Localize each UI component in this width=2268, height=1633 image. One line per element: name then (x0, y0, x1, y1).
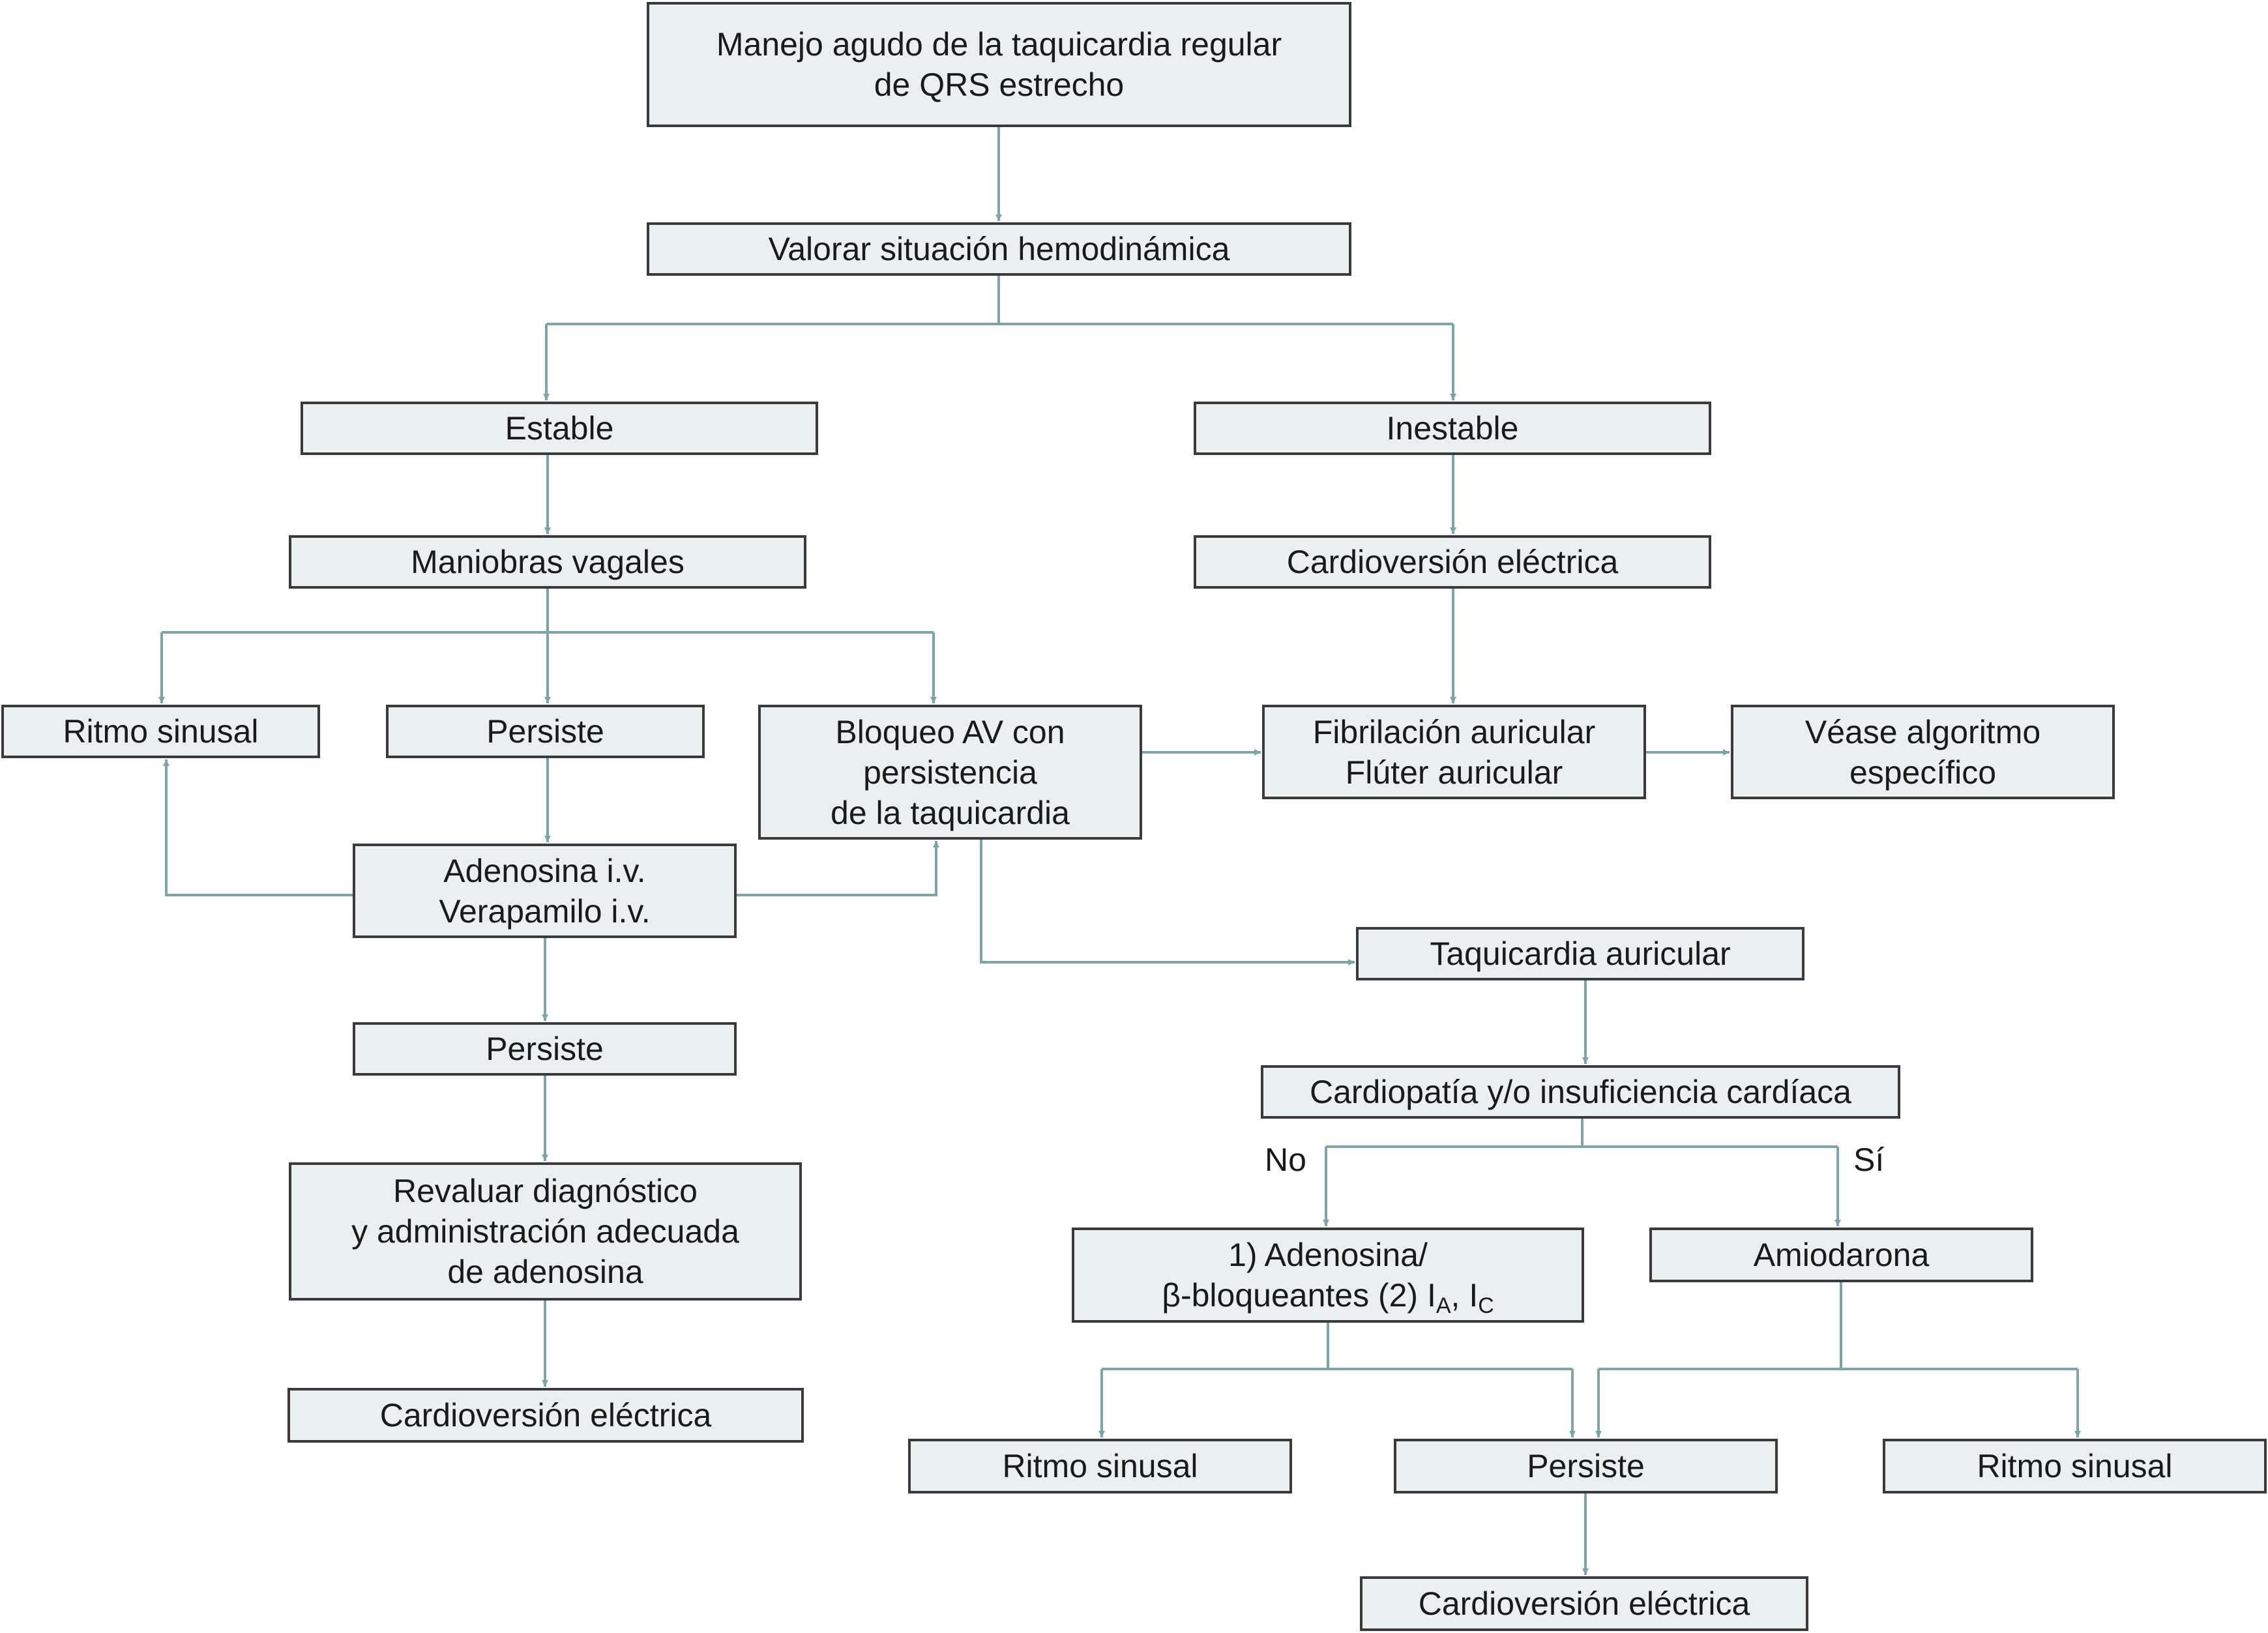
taquicardia-auricular-label: Taquicardia auricular (1430, 935, 1731, 972)
cardiopatia-box: Cardiopatía y/o insuficiencia cardíaca (1261, 1065, 1900, 1119)
ritmo-sinusal-2-label: Ritmo sinusal (1002, 1448, 1198, 1484)
branch-label-no: No (1265, 1141, 1306, 1178)
connector-adenosina-to-bloqueo (737, 841, 939, 896)
persiste-2-box: Persiste (353, 1022, 737, 1076)
estable-label: Estable (505, 410, 614, 447)
title-line-2: de QRS estrecho (874, 66, 1125, 103)
cardioversion-inestable-label: Cardioversión eléctrica (1286, 544, 1619, 580)
adenosina-beta-line-2-main: β-bloqueantes (2) I (1162, 1277, 1436, 1314)
adenosina-beta-line-2: β-bloqueantes (2) IA, IC (1162, 1275, 1494, 1318)
inestable-label: Inestable (1386, 410, 1519, 447)
persiste-3-box: Persiste (1394, 1439, 1778, 1493)
persiste-1-label: Persiste (486, 713, 604, 750)
amiodarona-box: Amiodarona (1649, 1228, 2033, 1282)
fibrilacion-line-2: Flúter auricular (1345, 754, 1563, 791)
revaluar-line-1: Revaluar diagnóstico (393, 1173, 698, 1209)
revaluar-line-3: de adenosina (447, 1254, 643, 1290)
fibrilacion-box: Fibrilación auricular Flúter auricular (1262, 705, 1646, 799)
cardioversion-bottom-box: Cardioversión eléctrica (1360, 1576, 1808, 1631)
adenosina-beta-box: 1) Adenosina/ β-bloqueantes (2) IA, IC (1072, 1228, 1584, 1323)
ritmo-sinusal-1-label: Ritmo sinusal (63, 713, 259, 750)
subscript-a: A (1436, 1293, 1451, 1318)
adenosina-verapamilo-box: Adenosina i.v. Verapamilo i.v. (353, 844, 737, 938)
ritmo-sinusal-3-label: Ritmo sinusal (1977, 1448, 2173, 1484)
ritmo-sinusal-3-box: Ritmo sinusal (1883, 1439, 2267, 1493)
vease-line-1: Véase algoritmo (1804, 713, 2041, 750)
ritmo-sinusal-2-box: Ritmo sinusal (908, 1439, 1292, 1493)
connector-bloqueo-to-taquicardia (980, 840, 1355, 965)
valorar-label: Valorar situación hemodinámica (768, 231, 1230, 267)
bloqueo-line-1: Bloqueo AV con (835, 713, 1065, 750)
ritmo-sinusal-1-box: Ritmo sinusal (1, 705, 320, 758)
revaluar-line-2: y administración adecuada (351, 1213, 739, 1250)
vease-line-2: específico (1849, 754, 1997, 791)
title-box: Manejo agudo de la taquicardia regular d… (647, 2, 1351, 127)
cardioversion-inestable-box: Cardioversión eléctrica (1194, 535, 1711, 589)
taquicardia-auricular-box: Taquicardia auricular (1356, 927, 1804, 980)
cardioversion-left-box: Cardioversión eléctrica (287, 1388, 804, 1443)
inestable-box: Inestable (1194, 402, 1711, 455)
persiste-2-label: Persiste (486, 1031, 604, 1067)
subscript-c: C (1478, 1293, 1494, 1318)
adenosina-beta-comma: , I (1451, 1277, 1479, 1314)
maniobras-label: Maniobras vagales (411, 544, 685, 580)
connector-adenosina-to-ritmo (163, 759, 353, 896)
bloqueo-line-2: persistencia (863, 754, 1037, 791)
adenosina-beta-line-1: 1) Adenosina/ (1228, 1237, 1428, 1273)
title-line-1: Manejo agudo de la taquicardia regular (716, 26, 1282, 63)
bloqueo-line-3: de la taquicardia (831, 794, 1070, 831)
vease-box: Véase algoritmo específico (1731, 705, 2115, 799)
valorar-box: Valorar situación hemodinámica (647, 222, 1351, 276)
branch-label-si: Sí (1853, 1141, 1885, 1178)
adenosina-verapamilo-line-2: Verapamilo i.v. (439, 892, 651, 930)
persiste-1-box: Persiste (386, 705, 705, 758)
cardioversion-bottom-label: Cardioversión eléctrica (1418, 1585, 1750, 1622)
persiste-3-label: Persiste (1527, 1448, 1645, 1484)
cardioversion-left-label: Cardioversión eléctrica (379, 1397, 712, 1434)
amiodarona-label: Amiodarona (1753, 1237, 1930, 1273)
fibrilacion-line-1: Fibrilación auricular (1312, 713, 1596, 750)
estable-box: Estable (301, 402, 818, 455)
bloqueo-box: Bloqueo AV con persistencia de la taquic… (758, 705, 1142, 840)
revaluar-box: Revaluar diagnóstico y administración ad… (289, 1162, 802, 1301)
adenosina-verapamilo-line-1: Adenosina i.v. (443, 852, 646, 889)
maniobras-box: Maniobras vagales (289, 535, 806, 589)
cardiopatia-label: Cardiopatía y/o insuficiencia cardíaca (1309, 1074, 1851, 1110)
